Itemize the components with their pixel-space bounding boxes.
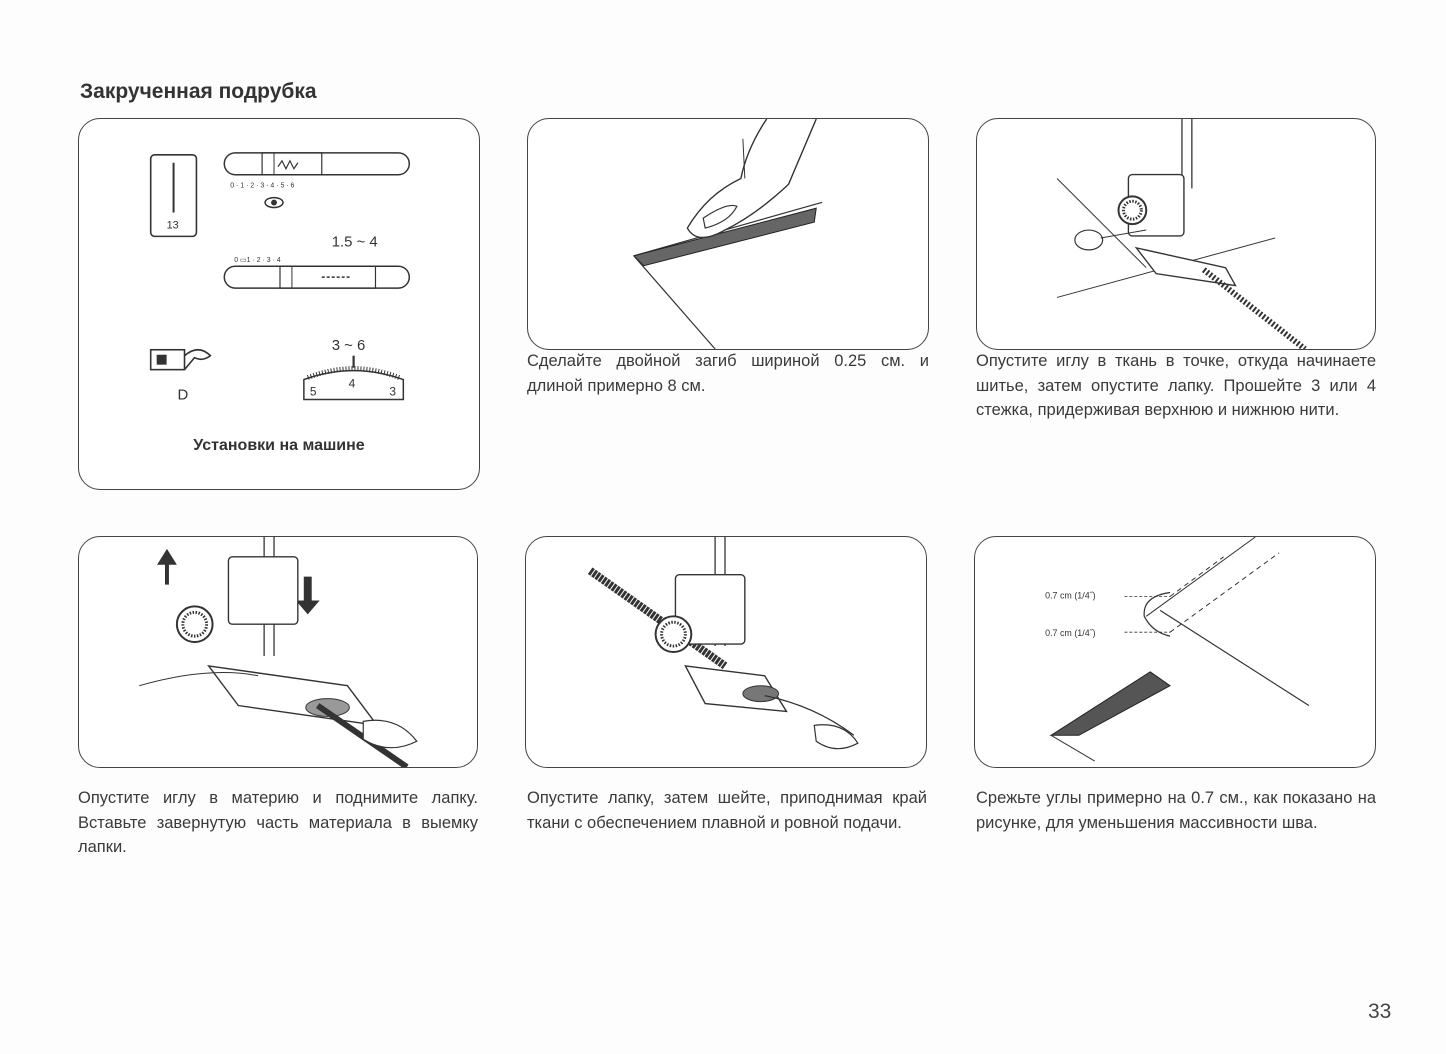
tension-range: 3 ~ 6 xyxy=(332,338,366,354)
length-range: 1.5 ~ 4 xyxy=(332,234,378,250)
presser-foot xyxy=(1134,246,1237,287)
needle-position-icon xyxy=(264,196,284,209)
fabric-hem xyxy=(1201,267,1307,349)
finger-icon xyxy=(686,119,817,239)
settings-label: Установки на машине xyxy=(193,437,365,454)
step-3-caption: Опустите иглу в материю и поднимите лапк… xyxy=(78,789,478,856)
step-2-illustration xyxy=(976,118,1376,350)
tension-dial-right: 3 xyxy=(389,385,396,399)
presser-foot-icon xyxy=(149,348,186,371)
fingers-icon xyxy=(362,719,418,749)
length-scale: 0 ▭1 · 2 · 3 · 4 xyxy=(234,257,281,264)
width-scale: 0 · 1 · 2 · 3 · 4 · 5 · 6 xyxy=(230,183,294,190)
step-5-illustration: 0.7 cm (1/4˝) 0.7 cm (1/4˝) xyxy=(974,536,1376,768)
step-4-illustration xyxy=(525,536,927,768)
needle-bar xyxy=(674,573,746,645)
fingers-icon xyxy=(1074,229,1104,251)
presser-foot xyxy=(207,664,379,727)
tension-dial-center: 4 xyxy=(349,377,356,391)
needle-bar xyxy=(227,556,299,625)
arrow-up-icon xyxy=(157,548,177,585)
fabric-hem xyxy=(587,567,728,670)
step-4-caption: Опустите лапку, затем шейте, приподнимая… xyxy=(527,789,927,832)
fingers-icon xyxy=(813,724,859,750)
tension-dial-left: 5 xyxy=(310,385,317,399)
foot-letter: D xyxy=(178,387,189,403)
step-2-caption: Опустите иглу в ткань в точке, откуда на… xyxy=(976,352,1376,419)
folded-fabric xyxy=(632,207,817,267)
machine-settings-panel: 13 0 · 1 · 2 · 3 · 4 · 5 · 6 1.5 ~ 4 0 ▭… xyxy=(78,118,480,490)
length-selector xyxy=(223,265,411,289)
step-5-caption: Срежьте углы примерно на 0.7 см., как по… xyxy=(976,789,1376,832)
pattern-number: 13 xyxy=(167,219,179,231)
settings-illustration: 13 0 · 1 · 2 · 3 · 4 · 5 · 6 1.5 ~ 4 0 ▭… xyxy=(149,152,411,403)
trim-label-top: 0.7 cm (1/4˝) xyxy=(1045,590,1096,600)
zigzag-icon xyxy=(277,159,299,171)
step-1-caption: Сделайте двойной загиб шириной 0.25 см. … xyxy=(527,352,929,395)
page-title: Закрученная подрубка xyxy=(80,80,317,103)
step-3-illustration xyxy=(78,536,478,768)
trimmed-fabric xyxy=(1049,671,1171,736)
arrow-down-icon xyxy=(295,576,320,615)
pattern-card xyxy=(149,154,198,238)
trim-label-bottom: 0.7 cm (1/4˝) xyxy=(1045,628,1096,638)
step-1-illustration xyxy=(527,118,929,350)
page-number: 33 xyxy=(1368,1000,1392,1023)
width-selector xyxy=(223,152,411,176)
